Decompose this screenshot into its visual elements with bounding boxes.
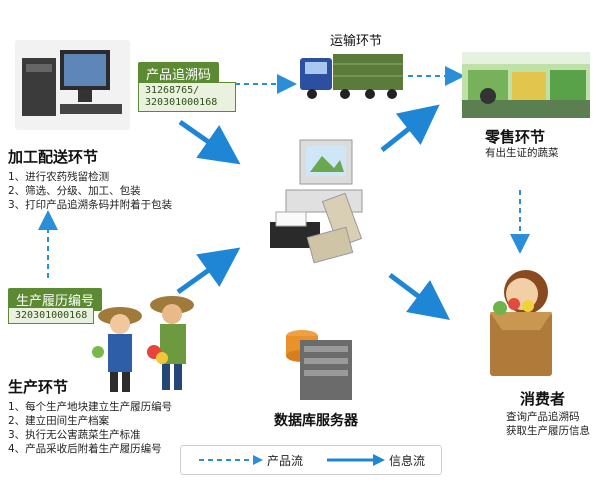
history-code-number: 320301000168 — [8, 307, 95, 324]
trace-code-label: 产品追溯码 — [146, 68, 212, 83]
processing-title: 加工配送环节 — [8, 148, 99, 166]
consumer-title: 消费者 — [520, 390, 566, 408]
info-flow-arrow — [388, 273, 450, 320]
history-code-label: 生产履历编号 — [16, 294, 95, 309]
processing-item: 3、打印产品追溯条码并附着于包装 — [8, 199, 173, 211]
legend-arrows — [199, 454, 385, 466]
legend-info-flow: 信息流 — [389, 454, 426, 468]
legend-product-flow: 产品流 — [267, 454, 304, 468]
legend: 产品流 信息流 — [180, 445, 442, 475]
processing-item: 1、进行农药残留检测 — [8, 171, 110, 183]
production-item: 1、每个生产地块建立生产履历编号 — [8, 401, 173, 413]
production-item: 4、产品采收后附着生产履历编号 — [8, 443, 162, 455]
retail-subtitle: 有出生证的蔬菜 — [485, 147, 559, 159]
production-title: 生产环节 — [8, 378, 69, 396]
production-item: 3、执行无公害蔬菜生产标准 — [8, 429, 141, 441]
retail-title: 零售环节 — [485, 128, 546, 146]
trace-code-numbers: 31268765/ 320301000168 — [138, 82, 236, 112]
info-flow-arrow — [176, 247, 241, 295]
database-label: 数据库服务器 — [274, 413, 358, 429]
transport-title: 运输环节 — [330, 34, 383, 49]
info-flow-arrow — [178, 119, 241, 165]
consumer-line: 获取生产履历信息 — [506, 425, 590, 437]
info-flow-arrow — [380, 104, 440, 152]
processing-item: 2、筛选、分级、加工、包装 — [8, 185, 141, 197]
production-item: 2、建立田间生产档案 — [8, 415, 110, 427]
history-code-badge: 生产履历编号 — [8, 288, 103, 311]
trace-code-badge: 产品追溯码 — [138, 62, 220, 85]
consumer-line: 查询产品追溯码 — [506, 411, 580, 423]
